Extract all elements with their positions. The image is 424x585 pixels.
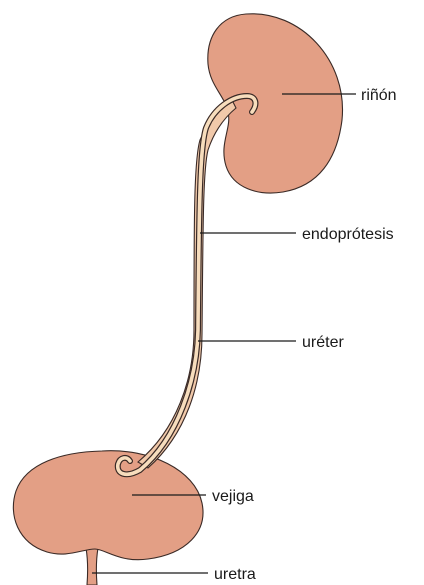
ureter-label: uréter — [302, 334, 344, 351]
stent-label: endoprótesis — [302, 226, 394, 243]
kidney-label: riñón — [361, 87, 397, 104]
urethra — [86, 548, 98, 585]
bladder-label: vejiga — [212, 488, 254, 505]
urethra-label: uretra — [214, 566, 256, 583]
bladder — [13, 451, 203, 560]
ureter — [138, 100, 236, 468]
